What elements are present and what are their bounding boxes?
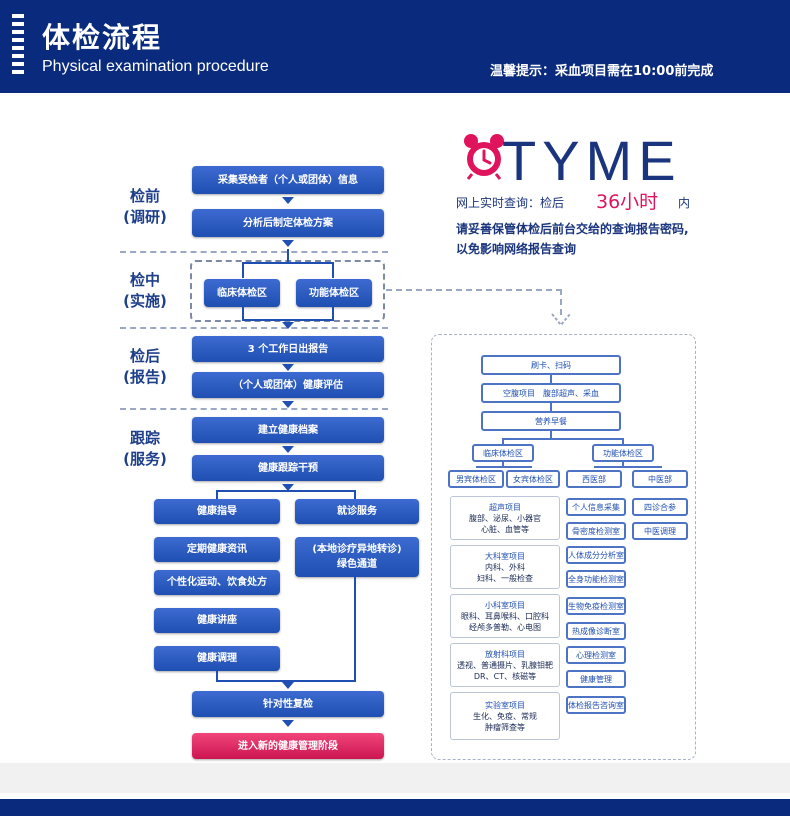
- page-subtitle: Physical examination procedure: [42, 58, 269, 75]
- panel-breakfast: 营养早餐: [481, 411, 621, 431]
- footer-bar: [0, 799, 790, 816]
- panel-group-major-depts: 大科室项目 内科、外科 妇科、一般检查: [450, 545, 560, 589]
- panel-group-radiology: 放射科项目 透视、普通摄片、乳腺钼靶 DR、CT、核磁等: [450, 643, 560, 687]
- stage-after-sub: (报告): [123, 368, 167, 386]
- exam-detail-panel: [431, 334, 696, 760]
- flow-intervention: 健康跟踪干预: [192, 455, 384, 481]
- panel-fasting-items: 空腹项目 腹部超声、采血: [481, 383, 621, 403]
- panel-tcm-dept: 中医部: [632, 470, 688, 488]
- arrow-down-icon: [282, 720, 294, 727]
- flow-lecture: 健康讲座: [154, 608, 280, 633]
- flow-recheck: 针对性复检: [192, 691, 384, 717]
- arrow-down-icon: [282, 484, 294, 491]
- stage-before-title: 检前: [129, 187, 160, 205]
- panel-clinical-zone: 临床体检区: [472, 444, 534, 462]
- panel-western-item: 体检报告咨询室: [566, 696, 626, 714]
- stage-label-during: 检中 (实施): [112, 270, 178, 312]
- stage-after-title: 检后: [129, 347, 160, 365]
- stage-during-title: 检中: [129, 271, 160, 289]
- flow-conditioning: 健康调理: [154, 646, 280, 671]
- panel-group-ultrasound: 超声项目 腹部、泌尿、小器官 心脏、血管等: [450, 496, 560, 540]
- arrow-down-icon: [282, 401, 294, 408]
- arrow-down-icon: [282, 446, 294, 453]
- flow-clinical-zone: 临床体检区: [204, 279, 280, 307]
- flow-medical-service: 就诊服务: [295, 499, 419, 524]
- stage-label-after: 检后 (报告): [112, 346, 178, 388]
- alarm-clock-icon: [464, 134, 504, 180]
- notice-text: 温馨提示：采血项目需在10:00前完成: [490, 64, 714, 79]
- panel-western-item: 健康管理: [566, 670, 626, 688]
- stage-during-sub: (实施): [123, 292, 167, 310]
- panel-female-zone: 女宾体检区: [506, 470, 560, 488]
- stage-tracking-sub: (服务): [123, 450, 167, 468]
- green-channel-line2: 绿色通道: [337, 559, 377, 570]
- panel-group-minor-depts: 小科室项目 眼科、耳鼻喉科、口腔科 经颅多普勒、心电图: [450, 594, 560, 638]
- tyme-logo: TYME: [502, 129, 682, 192]
- flow-make-plan: 分析后制定体检方案: [192, 209, 384, 237]
- panel-card-scan: 刷卡、扫码: [481, 355, 621, 375]
- flow-green-channel: (本地诊疗异地转诊) 绿色通道: [295, 537, 419, 577]
- note-line2: 以免影响网络报告查询: [456, 242, 577, 256]
- gray-band: [0, 763, 790, 793]
- query-within: 内: [678, 196, 691, 210]
- stage-label-before: 检前 (调研): [112, 186, 178, 228]
- panel-western-item: 心理检测室: [566, 646, 626, 664]
- query-label: 网上实时查询：检后: [456, 196, 565, 210]
- panel-group-laboratory: 实验室项目 生化、免疫、常规 肿瘤筛查等: [450, 692, 560, 740]
- arrow-down-icon: [282, 364, 294, 371]
- query-hours: 36小时: [596, 191, 659, 213]
- flow-report: 3 个工作日出报告: [192, 336, 384, 362]
- panel-western-item: 全身功能检测室: [566, 570, 626, 588]
- panel-western-dept: 西医部: [566, 470, 622, 488]
- flow-assessment: （个人或团体）健康评估: [192, 372, 384, 398]
- stage-before-sub: (调研): [123, 208, 167, 226]
- arrow-down-icon: [282, 197, 294, 204]
- panel-male-zone: 男宾体检区: [448, 470, 504, 488]
- flow-collect-info: 采集受检者（个人或团体）信息: [192, 166, 384, 194]
- stage-label-tracking: 跟踪 (服务): [112, 428, 178, 470]
- panel-western-item: 热成像诊断室: [566, 622, 626, 640]
- stage-divider: [120, 408, 388, 410]
- flow-periodic-info: 定期健康资讯: [154, 537, 280, 562]
- flow-archive: 建立健康档案: [192, 417, 384, 443]
- panel-western-item: 个人信息采集: [566, 498, 626, 516]
- flow-next-stage: 进入新的健康管理阶段: [192, 733, 384, 759]
- flow-guidance: 健康指导: [154, 499, 280, 524]
- note-line1: 请妥善保管体检后前台交给的查询报告密码,: [456, 222, 689, 236]
- arrow-down-icon: [282, 240, 294, 247]
- stage-divider: [120, 327, 388, 329]
- flow-functional-zone: 功能体检区: [296, 279, 372, 307]
- panel-western-item: 人体成分分析室: [566, 546, 626, 564]
- dashed-arrow-icon: [551, 313, 571, 327]
- arrow-down-icon: [282, 322, 294, 329]
- green-channel-line1: (本地诊疗异地转诊): [312, 544, 402, 555]
- panel-tcm-item: 四诊合参: [632, 498, 688, 516]
- page-title: 体检流程: [42, 21, 163, 54]
- panel-functional-zone: 功能体检区: [592, 444, 654, 462]
- stage-tracking-title: 跟踪: [129, 429, 160, 447]
- panel-western-item: 骨密度检测室: [566, 522, 626, 540]
- stripes-icon: [12, 14, 24, 74]
- flow-exercise-diet: 个性化运动、饮食处方: [154, 570, 280, 595]
- stage-divider: [120, 251, 388, 253]
- panel-western-item: 生物免疫检测室: [566, 597, 626, 615]
- header-bar: [0, 0, 790, 93]
- arrow-down-icon: [282, 682, 294, 689]
- panel-tcm-item: 中医调理: [632, 522, 688, 540]
